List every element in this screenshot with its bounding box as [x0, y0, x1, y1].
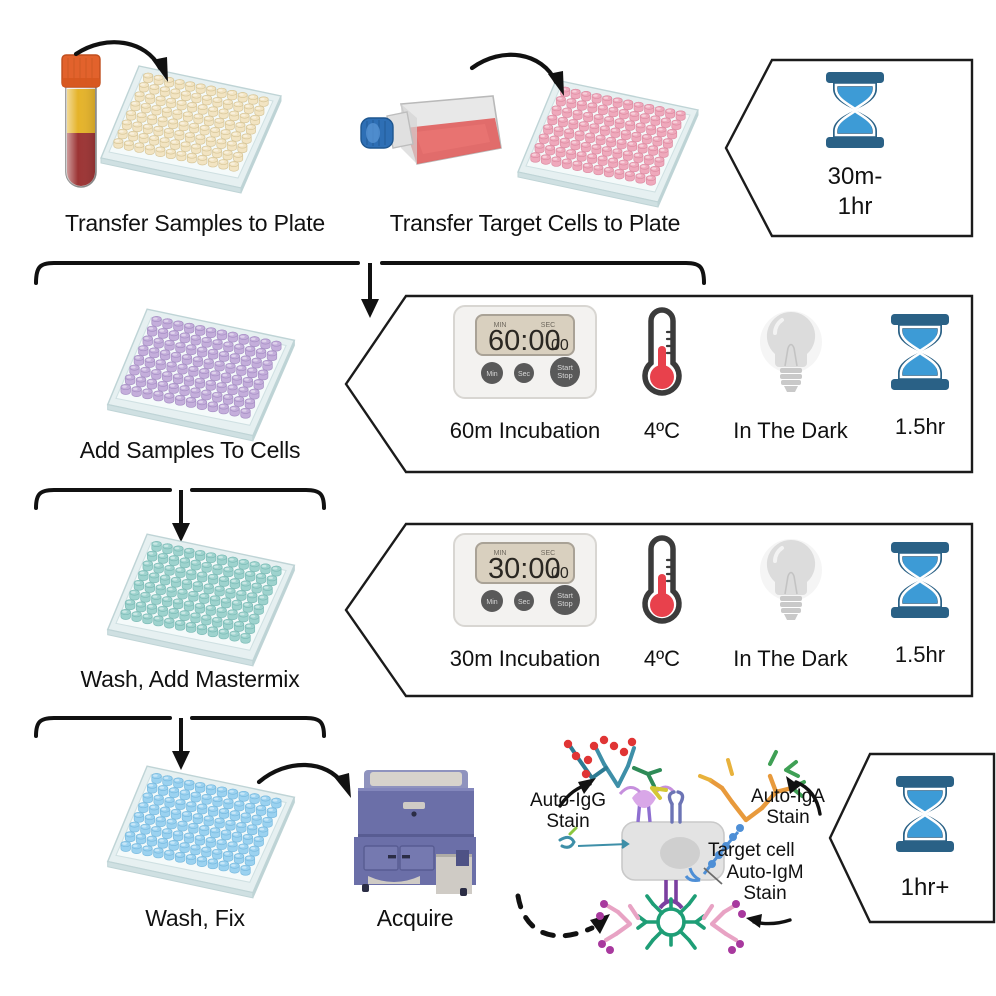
timer-min-button: Min	[486, 371, 497, 378]
timer-sec-caption: SEC	[541, 322, 555, 329]
hourglass-icon	[894, 768, 956, 860]
step-label-add-samples: Add Samples To Cells	[79, 437, 301, 463]
callout60-label-duration: 1.5hr	[894, 414, 946, 439]
igm-antibody-complex	[596, 880, 746, 954]
callout60-item-timer: MIN SEC 60:00 00 Min Sec Start Stop 60m …	[410, 304, 640, 444]
timer-stop-button: Stop	[557, 371, 572, 380]
arrow-tube-to-plate	[72, 38, 182, 98]
arrow-to-iga	[794, 780, 822, 816]
timer-min-caption: MIN	[494, 322, 507, 329]
bracket-row1	[30, 245, 720, 320]
callout30-label-duration: 1.5hr	[894, 642, 946, 667]
timer-display: 30:00	[488, 553, 561, 585]
timer-display: 60:00	[488, 325, 561, 357]
lightbulb-off-icon	[758, 306, 824, 400]
stain-panel	[500, 722, 840, 957]
microplate-fixed	[95, 762, 305, 902]
stain-label-igm-line2: Stain	[743, 883, 787, 904]
callout-acquire-label: 1hr+	[900, 874, 950, 901]
thermometer-icon	[638, 534, 686, 628]
bracket-row2	[30, 472, 330, 544]
step-label-wash-mastermix: Wash, Add Mastermix	[80, 666, 300, 692]
stain-label-iga-line2: Stain	[766, 807, 810, 828]
stain-label-igg-line2: Stain	[546, 811, 590, 832]
step-label-transfer-cells: Transfer Target Cells to Plate	[389, 210, 681, 236]
timer-sec-caption: SEC	[541, 550, 555, 557]
timer-sec-button: Sec	[518, 599, 531, 606]
callout60-item-temp: 4ºC	[612, 306, 712, 444]
callout60-item-duration: 1.5hr	[870, 306, 970, 440]
callout60-item-dark: In The Dark	[718, 306, 863, 444]
callout30-label-timer: 30m Incubation	[449, 646, 601, 671]
stain-label-iga-line1: Auto-IgA	[751, 786, 825, 807]
callout60-label-timer: 60m Incubation	[449, 418, 601, 443]
hourglass-icon	[889, 306, 951, 398]
microplate-mastermix	[95, 530, 305, 670]
timer-stop-button: Stop	[557, 599, 572, 608]
callout30-item-duration: 1.5hr	[870, 534, 970, 668]
stain-label-igm-line1: Auto-IgM	[726, 862, 804, 883]
hourglass-icon	[889, 534, 951, 626]
callout30-item-timer: MIN SEC 30:00 00 Min Sec Start Stop 30m …	[410, 532, 640, 672]
timer-start-button: Start	[557, 591, 574, 600]
timer-sec-button: Sec	[518, 371, 531, 378]
callout60-label-dark: In The Dark	[733, 418, 848, 443]
timer-display-sub: 00	[551, 337, 569, 354]
timer-min-button: Min	[486, 599, 497, 606]
step-label-wash-fix: Wash, Fix	[145, 905, 245, 931]
callout-prep-label-line2: 1hr	[837, 193, 873, 220]
timer-icon: MIN SEC 60:00 00 Min Sec Start Stop	[452, 304, 598, 400]
microplate-target-cells	[512, 76, 702, 211]
stain-label-iga: Auto-IgA Stain	[728, 786, 848, 828]
callout60-label-temp: 4ºC	[643, 418, 681, 443]
callout30-label-temp: 4ºC	[643, 646, 681, 671]
igg-antibody-complex	[563, 735, 676, 823]
thermometer-icon	[638, 306, 686, 400]
microplate-samples	[95, 62, 285, 197]
callout30-item-temp: 4ºC	[612, 534, 712, 672]
microplate-samples-cells	[95, 305, 305, 445]
step-label-acquire: Acquire	[376, 905, 454, 931]
flow-cytometer	[348, 768, 483, 898]
callout-prep-item: 30m- 1hr	[790, 70, 920, 222]
callout30-label-dark: In The Dark	[733, 646, 848, 671]
stain-label-target-cell: Target cell	[708, 840, 795, 861]
blood-collection-tube	[48, 48, 120, 193]
arrow-plate-to-cytometer	[255, 758, 365, 814]
timer-min-caption: MIN	[494, 550, 507, 557]
lightbulb-off-icon	[758, 534, 824, 628]
igg-marker	[558, 826, 578, 849]
hourglass-icon	[824, 70, 886, 150]
surface-receptor	[667, 790, 685, 824]
stain-label-igg-line1: Auto-IgG	[529, 790, 607, 811]
arrow-dashed-to-stain	[510, 888, 640, 958]
callout30-item-dark: In The Dark	[718, 534, 863, 672]
stain-label-igg: Auto-IgG Stain	[508, 790, 628, 832]
bracket-row3	[30, 700, 330, 772]
stain-label-igm: Auto-IgM Stain	[705, 862, 825, 904]
callout-prep-label-line1: 30m-	[827, 163, 883, 190]
cell-culture-flask	[357, 92, 507, 182]
callout-acquire-item: 1hr+	[870, 768, 980, 902]
timer-start-button: Start	[557, 363, 574, 372]
timer-display-sub: 00	[551, 565, 569, 582]
timer-icon: MIN SEC 30:00 00 Min Sec Start Stop	[452, 532, 598, 628]
arrow-flask-to-plate	[468, 50, 578, 112]
step-label-transfer-samples: Transfer Samples to Plate	[64, 210, 326, 236]
